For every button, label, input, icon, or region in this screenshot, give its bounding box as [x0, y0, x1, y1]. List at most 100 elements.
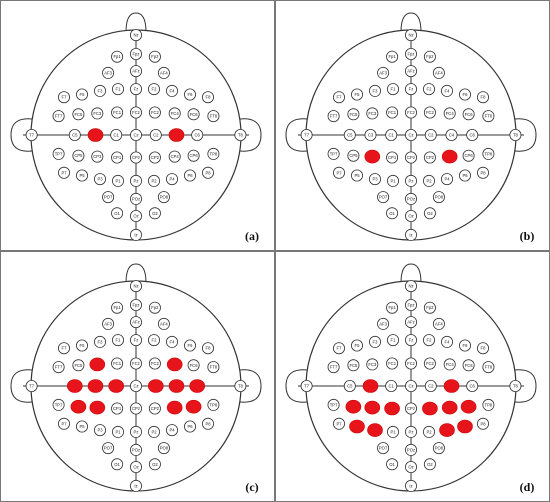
electrode-label: P1	[390, 429, 396, 434]
electrode-fc4: FC4	[443, 358, 456, 371]
electrode-highlight-marker	[349, 419, 365, 434]
electrode-ring	[366, 107, 379, 120]
electrode-cp6	[460, 399, 477, 414]
electrode-ring	[129, 298, 142, 311]
electrode-ring	[234, 379, 247, 392]
electrode-c2: C2	[149, 128, 162, 141]
electrode-o1: O1	[111, 207, 124, 220]
electrode-label: PO8	[160, 195, 169, 200]
nose-shape	[125, 263, 147, 284]
electrode-f2: F2	[422, 83, 435, 96]
electrode-af4: AF4	[432, 317, 445, 330]
electrode-o2: O2	[423, 458, 436, 471]
electrode-ring	[404, 128, 417, 141]
electrode-ring	[509, 379, 522, 392]
electrode-c3: C3	[364, 128, 377, 141]
electrode-ring	[423, 151, 436, 164]
nose-shape	[400, 12, 422, 33]
electrode-fcz: FCz	[129, 357, 142, 370]
electrode-highlight-marker	[168, 379, 185, 393]
electrode-ring	[94, 84, 107, 97]
electrode-p2: P2	[422, 425, 435, 438]
electrode-ring	[129, 65, 142, 78]
electrode-ring	[404, 357, 417, 370]
electrode-label: FC1	[388, 110, 397, 115]
electrode-label: P7	[61, 421, 67, 426]
electrode-t7: T7	[25, 379, 38, 392]
electrode-label: Fz	[409, 87, 414, 92]
electrode-ring	[129, 228, 142, 241]
electrode-f1: F1	[386, 334, 399, 347]
panel-caption: (c)	[245, 480, 258, 494]
electrode-p1: P1	[386, 425, 399, 438]
electrode-label: P6	[462, 173, 468, 178]
electrode-label: T8	[238, 133, 244, 138]
electrode-label: FC6	[465, 112, 474, 117]
electrode-ring	[111, 458, 124, 471]
electrode-label: O1	[114, 211, 120, 216]
electrode-ring	[466, 379, 479, 392]
electrode-label: FCz	[407, 361, 415, 366]
electrode-label: CP2	[426, 155, 435, 160]
electrode-ring	[201, 166, 214, 179]
electrode-ring	[112, 174, 125, 187]
electrode-fc6: FC6	[462, 108, 475, 121]
electrode-pz: Pz	[129, 425, 142, 438]
electrode-p6: P6	[183, 420, 196, 433]
electrode-iz: Iz	[404, 228, 417, 241]
electrode-c6: C6	[466, 379, 479, 392]
electrode-label: AFz	[407, 69, 414, 74]
electrode-f7: F7	[332, 91, 345, 104]
electrode-af4: AF4	[157, 317, 170, 330]
electrode-label: F1	[116, 87, 122, 92]
electrode-ring	[102, 191, 115, 204]
electrode-label: CP1	[113, 406, 122, 411]
electrode-f5: F5	[76, 88, 89, 101]
electrode-ring	[129, 280, 142, 293]
electrode-ft7: FT7	[327, 361, 340, 374]
electrode-fc3	[89, 357, 106, 372]
electrode-f4: F4	[440, 335, 453, 348]
electrode-ring	[102, 317, 115, 330]
electrode-label: Nz	[133, 284, 138, 289]
electrode-tp7: TP7	[327, 147, 340, 160]
electrode-po8: PO8	[157, 191, 170, 204]
electrode-ring	[458, 169, 471, 182]
electrode-f2: F2	[422, 334, 435, 347]
electrode-label: P1	[115, 429, 121, 434]
electrode-ring	[482, 110, 495, 123]
electrode-label: AF3	[104, 70, 112, 75]
electrode-label: TP7	[330, 402, 338, 407]
electrode-label: T7	[304, 133, 310, 138]
electrode-c6: C6	[466, 128, 479, 141]
electrode-label: F1	[391, 87, 397, 92]
electrode-ring	[404, 460, 417, 473]
electrode-ring	[147, 334, 160, 347]
electrode-label: C2	[153, 133, 159, 138]
electrode-pz: Pz	[404, 425, 417, 438]
electrode-label: F8	[481, 346, 487, 351]
electrode-fz: Fz	[129, 334, 142, 347]
electrode-ring	[157, 317, 170, 330]
electrode-ring	[58, 91, 71, 104]
electrode-fc5: FC5	[347, 108, 360, 121]
electrode-ring	[385, 128, 398, 141]
electrode-ring	[129, 334, 142, 347]
electrode-label: FT7	[55, 365, 63, 370]
electrode-fp1: Fp1	[386, 301, 399, 314]
electrode-label: Nz	[408, 284, 413, 289]
electrode-label: POz	[407, 196, 415, 201]
electrode-oz: Oz	[404, 209, 417, 222]
electrode-fp1: Fp1	[111, 301, 124, 314]
electrode-label: FC5	[74, 112, 83, 117]
electrode-ring	[148, 458, 161, 471]
electrode-label: O2	[427, 462, 433, 467]
electrode-label: Cz	[133, 384, 138, 389]
electrode-fc3: FC3	[366, 358, 379, 371]
electrode-ring	[157, 191, 170, 204]
electrode-ring	[129, 425, 142, 438]
electrode-ring	[58, 342, 71, 355]
electrode-label: C1	[389, 384, 395, 389]
electrode-f1: F1	[112, 83, 125, 96]
